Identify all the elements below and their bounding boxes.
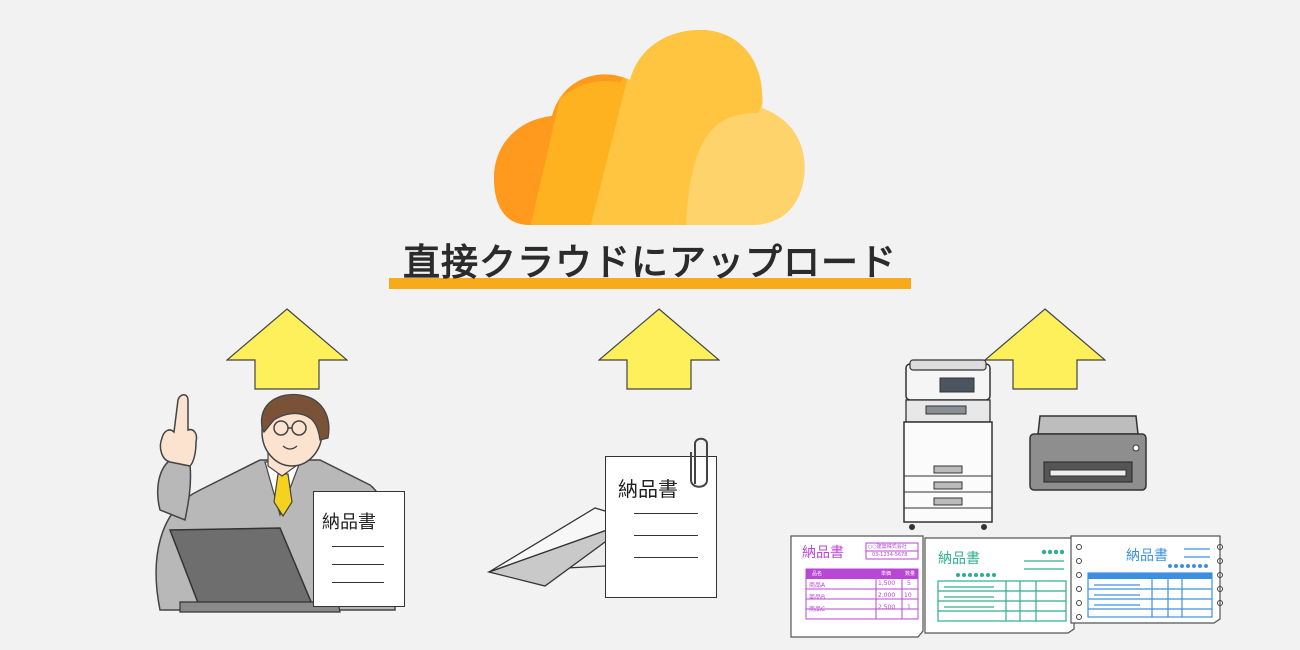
cloud-icon (494, 30, 805, 225)
up-arrow-icon (984, 308, 1106, 390)
form-cell: 1 (907, 604, 911, 611)
form-cell: 商品B (809, 594, 826, 601)
form-cell: 2,000 (878, 592, 896, 599)
form-cell: 商品C (809, 606, 826, 613)
heading-container: 直接クラウドにアップロード (0, 232, 1300, 289)
form-company-name: ○○建築株式会社 (868, 544, 907, 550)
paper-document: 納品書 (605, 456, 717, 598)
invoice-document: 納品書 (313, 491, 405, 607)
up-arrow-icon (226, 308, 348, 390)
form-company-phone: 03-1234-5678 (872, 552, 908, 558)
multifunction-printer-icon (903, 359, 993, 530)
form-cell: 5 (907, 580, 911, 587)
form-column-header: 品名 (812, 571, 823, 577)
form-title: 納品書 (938, 551, 980, 567)
form-cell: 商品A (809, 582, 826, 589)
page-title: 直接クラウドにアップロード (389, 232, 911, 289)
form-cell: 1,500 (878, 580, 896, 587)
invoice-form-blue (1070, 535, 1223, 624)
document-title: 納品書 (322, 512, 376, 533)
form-cell: 10 (904, 592, 912, 599)
paperclip-icon (690, 437, 708, 488)
desktop-printer-icon (1029, 415, 1147, 491)
form-column-header: 単価 (881, 571, 892, 577)
form-column-header: 数量 (905, 571, 916, 577)
document-title: 納品書 (618, 477, 678, 501)
form-cell: 2,500 (878, 604, 896, 611)
form-title: 納品書 (1126, 548, 1168, 564)
invoice-form-green (924, 537, 1075, 634)
form-title: 納品書 (802, 545, 844, 561)
up-arrow-icon (598, 308, 720, 390)
invoice-form-purple (790, 535, 924, 638)
